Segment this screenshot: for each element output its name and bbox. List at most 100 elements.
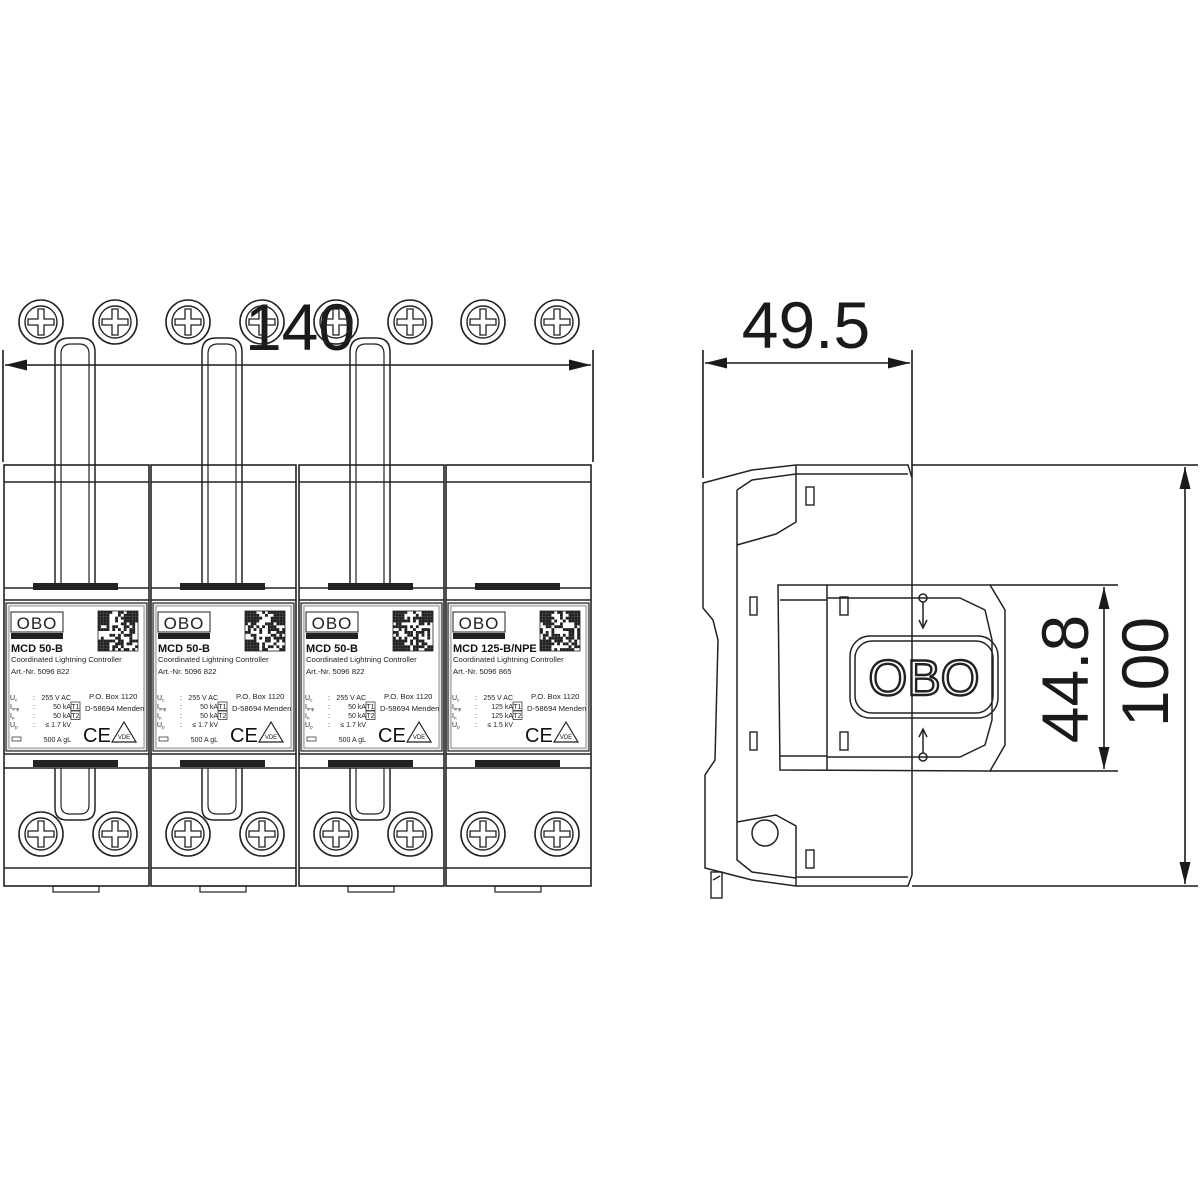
fuse-icon: [158, 736, 169, 742]
spec-value: 255 V AC: [336, 695, 366, 702]
spec-symbol: In: [10, 713, 15, 721]
terminal-screw-icon: [460, 811, 506, 857]
side-obo-logo: OBO: [868, 650, 979, 706]
obo-logo-subtitle: BETTERMANN: [21, 634, 53, 639]
spec-sep: :: [33, 704, 35, 711]
side-screw-hole: [751, 819, 779, 847]
vde-mark-text: VDE: [118, 735, 130, 741]
spec-tag: T1: [513, 704, 521, 711]
terminal-screw-icon: [387, 811, 433, 857]
spec-symbol: Iimp: [10, 704, 20, 712]
obo-logo-subtitle: BETTERMANN: [168, 634, 200, 639]
spec-symbol: In: [157, 713, 162, 721]
spec-sep: :: [33, 722, 35, 729]
spec-tag: T2: [218, 713, 226, 720]
side-view: [702, 464, 1006, 899]
module-model: MCD 50-B: [11, 643, 63, 655]
module-subtitle: Coordinated Lightning Controller: [11, 655, 122, 664]
spec-symbol: Iimp: [305, 704, 315, 712]
obo-logo: OBO: [164, 614, 205, 633]
spec-sep: :: [328, 722, 330, 729]
terminal-screw-icon: [165, 299, 211, 345]
ce-mark-icon: CE: [378, 725, 406, 747]
spec-tag: T1: [218, 704, 226, 711]
spec-sep: :: [33, 695, 35, 702]
module-article: Art.-Nr. 5096 822: [11, 667, 70, 676]
obo-logo: OBO: [17, 614, 58, 633]
qr-code-icon: [244, 610, 286, 652]
dimension-window-height: [990, 584, 1118, 772]
side-window: [777, 584, 1006, 772]
qr-code-icon: [97, 610, 139, 652]
spec-value: 50 kA: [348, 704, 366, 711]
terminal-screw-icon: [534, 299, 580, 345]
dimension-side-width-label: 49.5: [742, 288, 870, 362]
spec-tag: T2: [366, 713, 374, 720]
spec-symbol: In: [305, 713, 310, 721]
spec-symbol: Up: [157, 722, 165, 730]
spec-symbol: Up: [10, 722, 18, 730]
dimension-side-width: [702, 350, 913, 478]
spec-symbol: Iimp: [157, 704, 167, 712]
terminal-screw-icon: [18, 811, 64, 857]
vde-mark-text: VDE: [413, 735, 425, 741]
spec-symbol: Uc: [305, 695, 313, 703]
terminal-screw-icon: [460, 299, 506, 345]
spec-tag: T2: [71, 713, 79, 720]
module-article: Art.-Nr. 5096 865: [453, 667, 512, 676]
spec-symbol: Uc: [10, 695, 18, 703]
terminal-screw-icon: [165, 811, 211, 857]
spec-sep: :: [328, 713, 330, 720]
spec-value: 50 kA: [348, 713, 366, 720]
spec-value: 125 kA: [491, 704, 513, 711]
spec-tag: T2: [513, 713, 521, 720]
address-line-1: P.O. Box 1120: [531, 692, 579, 701]
obo-logo-subtitle: BETTERMANN: [463, 634, 495, 639]
terminal-screw-icon: [313, 299, 359, 345]
obo-logo: OBO: [459, 614, 500, 633]
ce-mark-icon: CE: [525, 725, 553, 747]
spec-symbol: Iimp: [452, 704, 462, 712]
spec-tag: T1: [366, 704, 374, 711]
side-profile-outline: [702, 464, 913, 887]
vde-mark-text: VDE: [560, 735, 572, 741]
module-subtitle: Coordinated Lightning Controller: [158, 655, 269, 664]
spec-symbol: Uc: [157, 695, 165, 703]
spec-sep: :: [475, 722, 477, 729]
module-subtitle: Coordinated Lightning Controller: [306, 655, 417, 664]
qr-code-icon: [539, 610, 581, 652]
dimension-side-height-label: 100: [1108, 617, 1182, 727]
vde-mark-text: VDE: [265, 735, 277, 741]
address-line-1: P.O. Box 1120: [89, 692, 137, 701]
spec-value: 50 kA: [200, 713, 218, 720]
spec-value: ≤ 1.7 kV: [45, 722, 71, 729]
obo-logo: OBO: [312, 614, 353, 633]
spec-value: 255 V AC: [41, 695, 71, 702]
spec-sep: :: [475, 713, 477, 720]
address-line-2: D-58694 Menden: [232, 704, 291, 713]
address-line-2: D-58694 Menden: [527, 704, 586, 713]
spec-fuse: 500 A gL: [44, 737, 71, 744]
obo-logo-subtitle: BETTERMANN: [316, 634, 348, 639]
terminal-screw-icon: [387, 299, 433, 345]
module-subtitle: Coordinated Lightning Controller: [453, 655, 564, 664]
side-obo-badge: [849, 635, 999, 719]
terminal-screw-icon: [239, 299, 285, 345]
dimension-front-width-label: 140: [245, 290, 355, 364]
spec-sep: :: [328, 695, 330, 702]
spec-fuse: 500 A gL: [191, 737, 218, 744]
qr-code-icon: [392, 610, 434, 652]
spec-value: 50 kA: [53, 713, 71, 720]
address-line-2: D-58694 Menden: [380, 704, 439, 713]
spec-symbol: In: [452, 713, 457, 721]
spec-sep: :: [328, 704, 330, 711]
terminal-screw-icon: [239, 811, 285, 857]
module-model: MCD 50-B: [158, 643, 210, 655]
vde-mark-icon: VDE: [405, 720, 433, 743]
module-article: Art.-Nr. 5096 822: [158, 667, 217, 676]
spec-value: ≤ 1.7 kV: [340, 722, 366, 729]
